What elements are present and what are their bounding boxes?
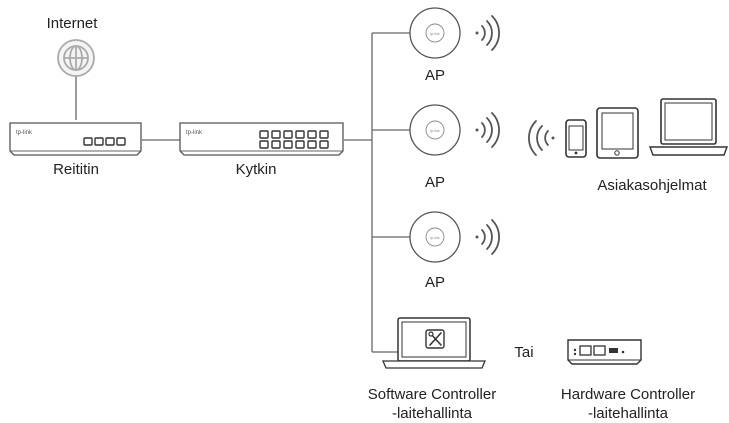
ap3-logo: tp-link	[430, 236, 440, 240]
ap3-label: AP	[425, 274, 445, 291]
internet-node: Internet	[47, 15, 99, 77]
ap2-label: AP	[425, 174, 445, 191]
hardware-controller-sublabel: -laitehallinta	[588, 405, 669, 422]
ap1-label: AP	[425, 67, 445, 84]
wifi-signal-icon	[475, 219, 500, 255]
switch-node: tp-link Kytkin	[179, 122, 344, 178]
access-point-icon: tp-link	[409, 7, 461, 59]
access-point-1: tp-link AP	[409, 7, 500, 84]
access-point-icon: tp-link	[409, 104, 461, 156]
wrench-screwdriver-icon	[425, 329, 445, 349]
smartphone-icon	[565, 119, 587, 158]
tablet-icon	[596, 107, 639, 159]
ap1-logo: tp-link	[430, 32, 440, 36]
connection-lines	[75, 32, 410, 353]
hardware-controller-icon	[567, 339, 642, 365]
clients-node: Asiakasohjelmat	[528, 98, 729, 194]
switch-icon: tp-link	[179, 122, 344, 156]
access-point-icon: tp-link	[409, 211, 461, 263]
router-label: Reititin	[53, 161, 99, 178]
internet-label: Internet	[47, 15, 99, 32]
wifi-signal-icon	[475, 112, 500, 148]
wifi-signal-icon	[475, 15, 500, 51]
wifi-signal-icon	[528, 120, 555, 156]
software-controller-label: Software Controller	[368, 386, 496, 403]
router-icon: tp-link	[9, 122, 142, 156]
hardware-controller-label: Hardware Controller	[561, 386, 695, 403]
switch-logo: tp-link	[186, 130, 203, 136]
globe-icon	[57, 39, 95, 77]
switch-label: Kytkin	[236, 161, 277, 178]
software-controller-sublabel: -laitehallinta	[392, 405, 473, 422]
access-point-3: tp-link AP	[409, 211, 500, 291]
clients-label: Asiakasohjelmat	[597, 177, 707, 194]
router-logo: tp-link	[16, 130, 33, 136]
software-controller-node: Software Controller -laitehallinta	[368, 317, 496, 422]
access-point-2: tp-link AP	[409, 104, 500, 191]
laptop-icon	[648, 98, 729, 156]
router-node: tp-link Reititin	[9, 122, 142, 178]
or-label: Tai	[514, 344, 533, 361]
ap2-logo: tp-link	[430, 129, 440, 133]
hardware-controller-node: Hardware Controller -laitehallinta	[561, 339, 695, 422]
